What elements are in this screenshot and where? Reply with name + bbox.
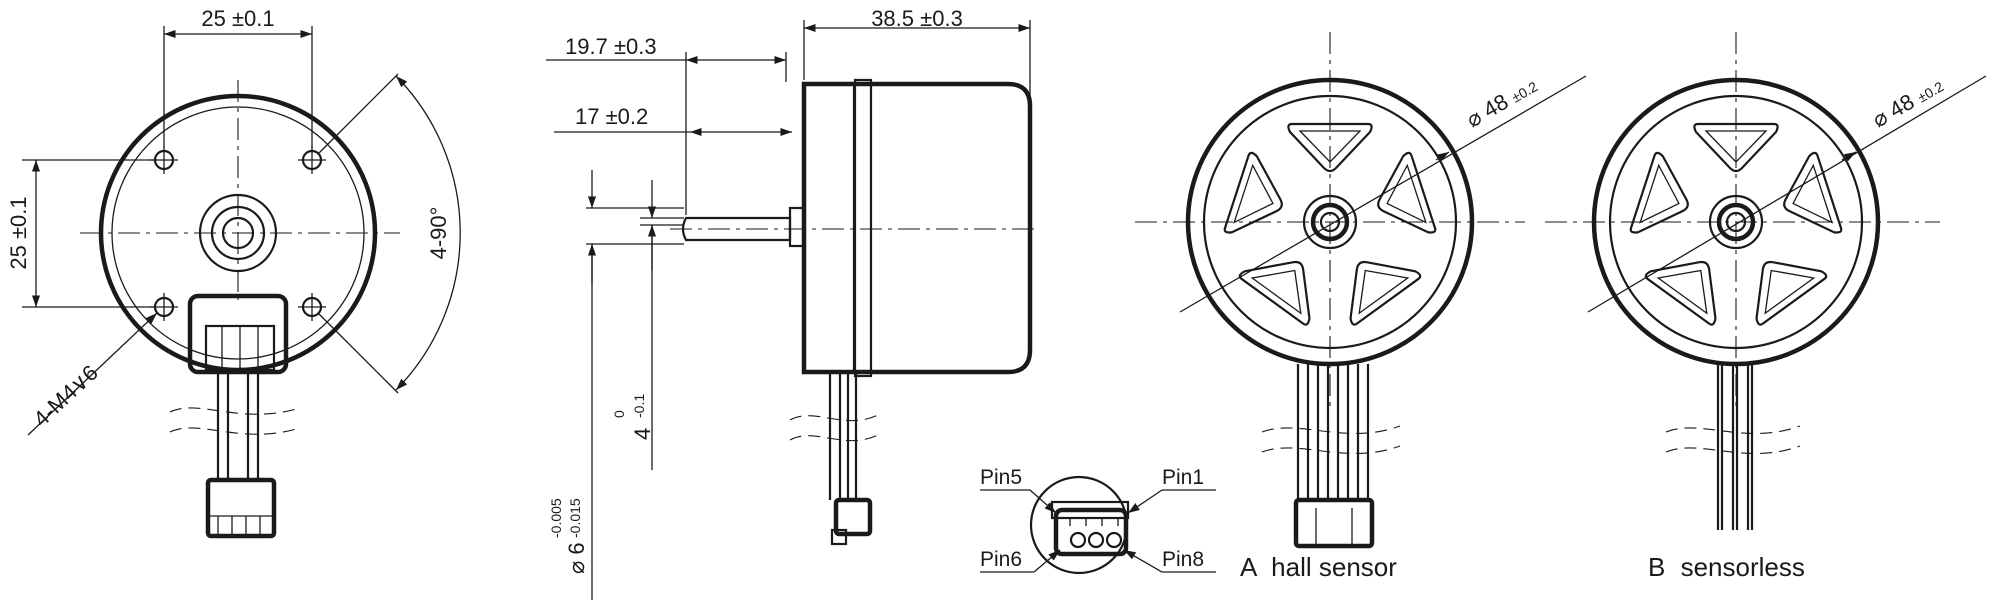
stator-pads [1629,122,1843,326]
flat-tol-upper: 0 [611,410,627,418]
side-view: 38.5 ±0.3 19.7 ±0.3 17 ±0.2 4 0 -0.1 ⌀ 6… [546,6,1040,600]
variant-a-diameter: ⌀ 48 ±0.2 [1462,72,1541,132]
diameter-symbol-icon: ⌀ [564,561,589,574]
front-dim-left: 25 ±0.1 [6,196,31,269]
shaft-dia-tol-upper: -0.005 [548,498,564,538]
variant-b-rear-view: ⌀ 48 ±0.2 B sensorless [1545,32,1987,582]
pin5-label: Pin5 [980,466,1022,489]
front-view: 25 ±0.1 25 ±0.1 4-M4∨6 4-90° [6,6,461,539]
thread-callout: 4-M4∨6 [28,360,102,432]
variant-a-label: A hall sensor [1240,552,1397,582]
stator-pads [1223,122,1437,326]
pin6-label: Pin6 [980,548,1022,571]
shaft-dia-dim: ⌀ 6 [564,542,589,574]
front-dim-top: 25 ±0.1 [201,6,274,31]
mounting-holes [150,146,326,321]
angle-dim: 4-90° [426,207,451,260]
variant-a-rear-view: ⌀ 48 ±0.2 A hall sensor [1135,32,1587,582]
side-dim-overall: 38.5 ±0.3 [871,6,963,31]
flat-dim: 4 [630,428,655,440]
side-dim-shaft1: 19.7 ±0.3 [565,34,657,59]
pin1-label: Pin1 [1162,466,1204,489]
side-dim-shaft2: 17 ±0.2 [575,104,648,129]
connector-detail: Pin5 Pin1 Pin6 Pin8 [980,466,1216,575]
variant-b-diameter: ⌀ 48 ±0.2 [1868,72,1947,132]
flat-tol-lower: -0.1 [631,394,647,418]
pin8-label: Pin8 [1162,548,1204,571]
shaft-dia-tol-lower: -0.015 [567,498,583,538]
variant-b-label: B sensorless [1648,552,1805,582]
